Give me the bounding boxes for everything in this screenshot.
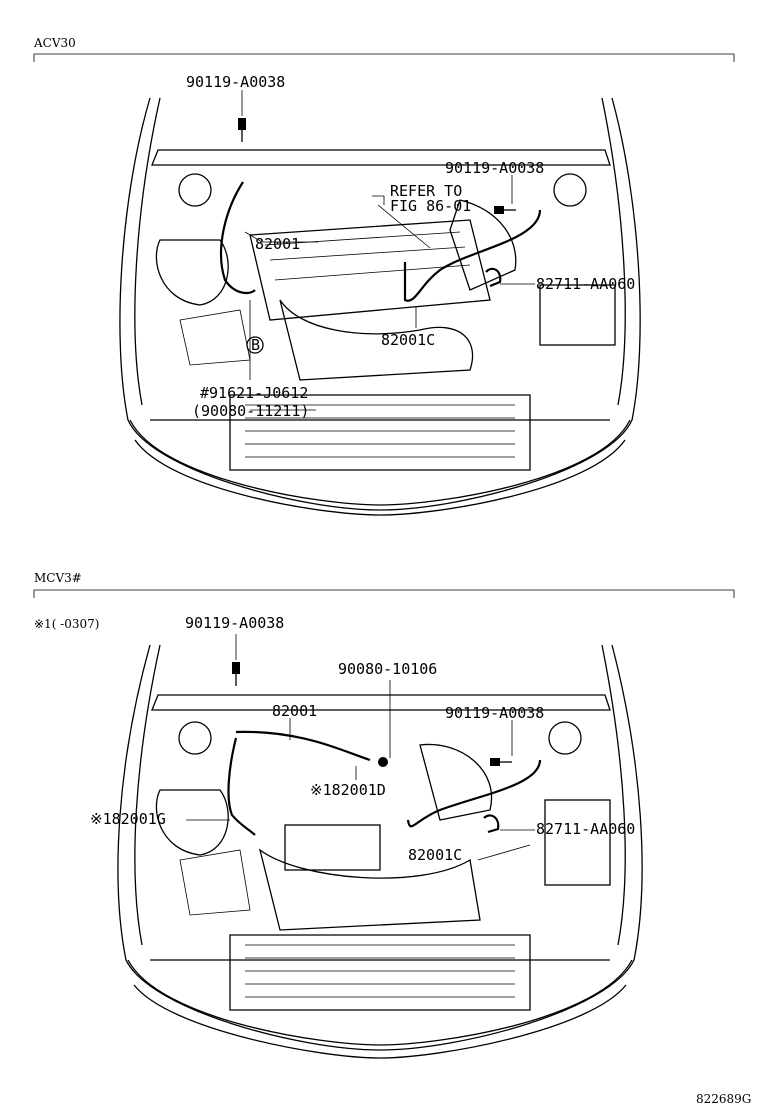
left-bracket bbox=[179, 849, 251, 916]
part-number-label: 90119-A0038 bbox=[185, 614, 284, 632]
radiator-fins bbox=[245, 404, 515, 458]
fender-right-inner bbox=[601, 97, 626, 406]
bolt-icon bbox=[238, 118, 246, 142]
bracket-b-label: B bbox=[251, 336, 260, 354]
strut-tower-left bbox=[178, 173, 212, 207]
left-bracket bbox=[179, 309, 251, 366]
part-number-label: #91621-J0612 bbox=[200, 384, 308, 402]
bumper-lower bbox=[127, 959, 633, 1046]
part-number-label: 82001C bbox=[381, 331, 435, 349]
washer-tank bbox=[155, 789, 229, 856]
bumper-lower bbox=[129, 419, 631, 506]
engine-detail bbox=[264, 231, 471, 281]
part-number-label: 82001 bbox=[255, 235, 300, 253]
bolt-icon bbox=[490, 758, 512, 766]
bumper-lip bbox=[133, 984, 627, 1059]
nut-icon bbox=[378, 757, 388, 767]
leader-line bbox=[372, 195, 431, 249]
part-number-label: 82001 bbox=[272, 702, 317, 720]
part-number-label: 90119-A0038 bbox=[445, 704, 544, 722]
cable-82001g-mcv3 bbox=[227, 737, 256, 836]
transmission bbox=[279, 299, 474, 381]
section-acv30: ACV30 bbox=[33, 36, 735, 516]
strut-tower-left bbox=[178, 721, 212, 755]
fender-outline bbox=[117, 644, 643, 1051]
fender-left-inner bbox=[134, 644, 161, 946]
fender-right-inner bbox=[601, 644, 626, 946]
part-number-label: 82711-AA060 bbox=[536, 820, 635, 838]
engine-cover bbox=[284, 824, 381, 871]
section-code-mcv3: MCV3# bbox=[34, 571, 82, 585]
reference-label: REFER TO bbox=[390, 182, 462, 200]
leader-line bbox=[244, 231, 318, 243]
strut-tower-right bbox=[553, 173, 587, 207]
cable-82001c-acv30 bbox=[403, 209, 542, 302]
cable-82001-acv30 bbox=[219, 181, 256, 295]
part-number-label: 82711-AA060 bbox=[536, 275, 635, 293]
radiator-fins bbox=[245, 944, 515, 998]
clamp-icon bbox=[483, 814, 500, 834]
bracket-b-marker bbox=[246, 336, 264, 354]
section-mcv3: MCV3# ※1( -0307) bbox=[33, 571, 735, 1059]
reference-label: FIG 86-01 bbox=[390, 197, 471, 215]
air-intake bbox=[419, 743, 493, 821]
section-code-acv30: ACV30 bbox=[33, 36, 76, 50]
part-number-label: 82001C bbox=[408, 846, 462, 864]
engine-bay-drawing-mcv3 bbox=[117, 644, 643, 1059]
fender-left-inner bbox=[134, 97, 161, 406]
engine-block bbox=[249, 219, 491, 321]
bolt-icon bbox=[494, 206, 516, 214]
radiator bbox=[229, 934, 531, 1011]
engine-bay-drawing-acv30 bbox=[119, 97, 641, 516]
cable-82001-mcv3 bbox=[235, 730, 371, 762]
section-bracket-mcv3 bbox=[33, 589, 735, 598]
part-number-label: 90080-10106 bbox=[338, 660, 437, 678]
battery bbox=[539, 284, 616, 346]
clamp-icon bbox=[485, 267, 502, 288]
cowl-panel bbox=[151, 149, 611, 166]
part-number-label: 90119-A0038 bbox=[445, 159, 544, 177]
cable-82001c-mcv3 bbox=[406, 759, 542, 828]
battery bbox=[544, 799, 611, 886]
engine-block bbox=[258, 848, 481, 931]
part-number-label: ※182001D bbox=[310, 781, 386, 799]
part-number-label: 90119-A0038 bbox=[186, 73, 285, 91]
figure-id: 822689G bbox=[696, 1092, 751, 1106]
leader-line bbox=[477, 844, 531, 861]
bolt-icon bbox=[232, 662, 240, 686]
washer-tank bbox=[155, 239, 229, 306]
radiator bbox=[229, 394, 531, 471]
part-number-label: (90080-11211) bbox=[192, 402, 309, 420]
applicability-note: ※1( -0307) bbox=[34, 617, 99, 631]
strut-tower-right bbox=[548, 721, 582, 755]
cowl-panel bbox=[151, 694, 611, 711]
section-bracket-acv30 bbox=[33, 53, 735, 62]
fender-outline bbox=[119, 97, 641, 511]
part-number-label: ※182001G bbox=[90, 810, 166, 828]
bumper-lip bbox=[134, 439, 626, 516]
